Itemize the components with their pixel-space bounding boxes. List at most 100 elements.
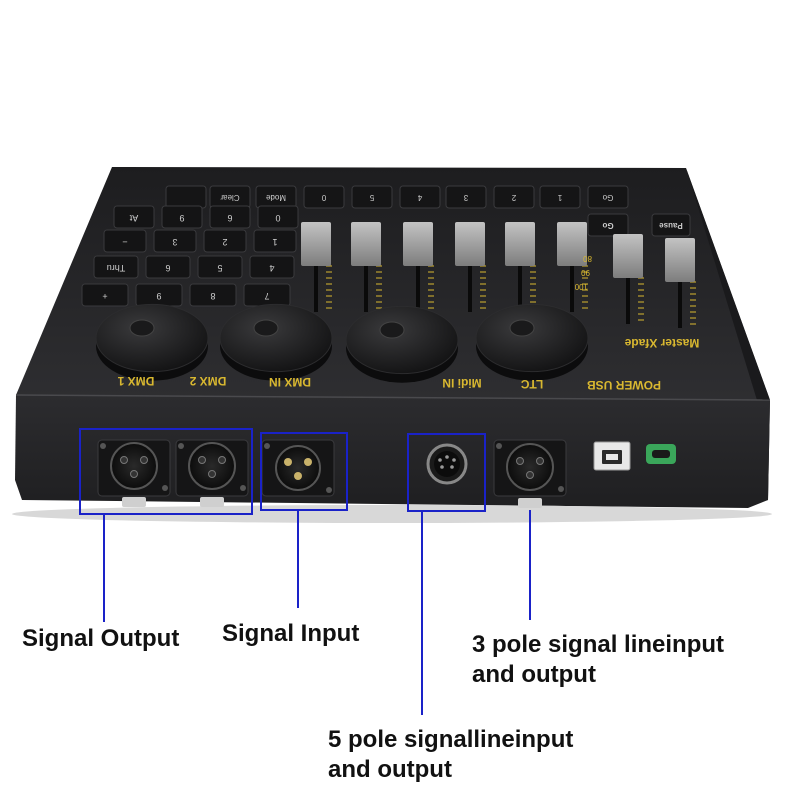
xlr-output-2[interactable] — [175, 439, 249, 507]
fader-cap[interactable] — [557, 222, 587, 266]
keypad-key[interactable] — [161, 205, 203, 229]
keypad-key-label: 1 — [272, 237, 277, 247]
encoder-knob-1[interactable] — [95, 303, 209, 373]
label-dmx-in: DMX IN — [269, 375, 311, 389]
xlr-input[interactable] — [261, 439, 335, 497]
din-5pin-midi[interactable] — [426, 443, 468, 485]
key-go-label: Go — [602, 221, 613, 230]
callout-3pole-line1: 3 pole signal lineinput — [472, 631, 725, 658]
top-key-6[interactable] — [445, 185, 487, 209]
box-signal-output — [79, 428, 253, 515]
fader-cap[interactable] — [301, 222, 331, 266]
keypad-key[interactable] — [145, 255, 191, 279]
label-dmx1: DMX 1 — [117, 374, 154, 388]
top-key-5[interactable] — [399, 185, 441, 209]
encoder-knob-4[interactable] — [475, 303, 589, 373]
keypad-key-label: Thru — [107, 263, 126, 273]
xlr-output-1[interactable] — [97, 439, 171, 507]
keypad-key[interactable] — [93, 255, 139, 279]
keypad-key-label: 8 — [210, 291, 215, 301]
top-key-label: 0 — [321, 193, 326, 202]
box-signal-input — [260, 432, 348, 511]
keypad-key-label: + — [102, 291, 107, 301]
keypad-key-label: − — [122, 237, 127, 247]
fader-cap[interactable] — [351, 222, 381, 266]
fader-track — [678, 278, 682, 328]
knob-dimple — [253, 319, 279, 337]
top-key-4[interactable] — [351, 185, 393, 209]
label-midi-in: Midi IN — [442, 376, 481, 390]
latch-tab[interactable] — [200, 497, 224, 507]
fader-cap[interactable] — [455, 222, 485, 266]
top-key-label: 2 — [511, 193, 516, 202]
fader-cap[interactable] — [665, 238, 695, 282]
fader-track — [468, 262, 472, 312]
keypad-key-label: 4 — [269, 263, 274, 273]
xlr-ltc[interactable] — [493, 439, 567, 508]
key-pause[interactable] — [651, 213, 691, 237]
keypad-key[interactable] — [197, 255, 243, 279]
top-key-0[interactable] — [165, 185, 207, 209]
top-key-7[interactable] — [493, 185, 535, 209]
keypad-key[interactable] — [189, 283, 237, 307]
keypad-key[interactable] — [257, 205, 299, 229]
fader-scale-100: 100 — [574, 282, 588, 291]
keypad-key[interactable] — [153, 229, 197, 253]
latch-tab[interactable] — [518, 498, 542, 508]
box-5pole — [407, 433, 486, 512]
knob-dimple — [509, 319, 535, 337]
keypad-key[interactable] — [203, 229, 247, 253]
key-go-side[interactable] — [587, 213, 629, 237]
usb-b-port[interactable] — [593, 441, 631, 471]
keypad-key-label: 2 — [222, 237, 227, 247]
top-key-label: Go — [602, 193, 613, 202]
keypad-key[interactable] — [209, 205, 251, 229]
fader-track — [314, 262, 318, 312]
panel-silkscreen: DMX 1 DMX 2 DMX IN Midi IN LTC POWER USB… — [117, 336, 699, 392]
key-pause-label: Pause — [659, 221, 683, 230]
keypad-key[interactable] — [103, 229, 147, 253]
keypad-key-label: 5 — [217, 263, 222, 273]
label-power-usb: POWER USB — [587, 378, 661, 392]
top-key-label: 5 — [369, 193, 374, 202]
keypad-key[interactable] — [81, 283, 129, 307]
usb-c-port[interactable] — [646, 444, 676, 464]
keypad-key[interactable] — [249, 255, 295, 279]
encoder-knob-3[interactable] — [345, 305, 459, 375]
fader-cap[interactable] — [613, 234, 643, 278]
callout-5pole-line2: and output — [328, 756, 452, 783]
callout-3pole: 3 pole signal lineinput and output — [472, 630, 724, 690]
callout-signal-input-text: Signal Input — [222, 620, 360, 647]
keypad-key[interactable] — [253, 229, 297, 253]
top-key-3[interactable] — [303, 185, 345, 209]
fader-cap[interactable] — [403, 222, 433, 266]
label-ltc: LTC — [520, 377, 543, 391]
callout-boxes — [79, 428, 486, 515]
top-key-label: 1 — [557, 193, 562, 202]
callout-signal-input: Signal Input — [222, 619, 359, 649]
keypad-key-label: 6 — [227, 213, 232, 223]
top-key-label: Mode — [265, 193, 286, 202]
knob-dimple — [129, 319, 155, 337]
top-key-8[interactable] — [539, 185, 581, 209]
keypad-key-label: At — [129, 213, 138, 223]
fader-cap[interactable] — [505, 222, 535, 266]
callout-lines — [103, 510, 531, 715]
keypad-key[interactable] — [113, 205, 155, 229]
encoder-knob-2[interactable] — [219, 303, 333, 373]
knob-dimple — [379, 321, 405, 339]
fader-scale-80: 80 — [583, 254, 592, 263]
fader-bank — [301, 222, 696, 328]
keypad-key-label: 9 — [156, 291, 161, 301]
callout-signal-output-text: Signal Output — [22, 625, 180, 652]
top-key-label: 3 — [463, 193, 468, 202]
keypad-key-label: 3 — [172, 237, 177, 247]
callout-3pole-line2: and output — [472, 661, 596, 688]
keypad-key-label: 9 — [179, 213, 184, 223]
top-key-9[interactable] — [587, 185, 629, 209]
latch-tab[interactable] — [122, 497, 146, 507]
shadow — [12, 505, 772, 523]
